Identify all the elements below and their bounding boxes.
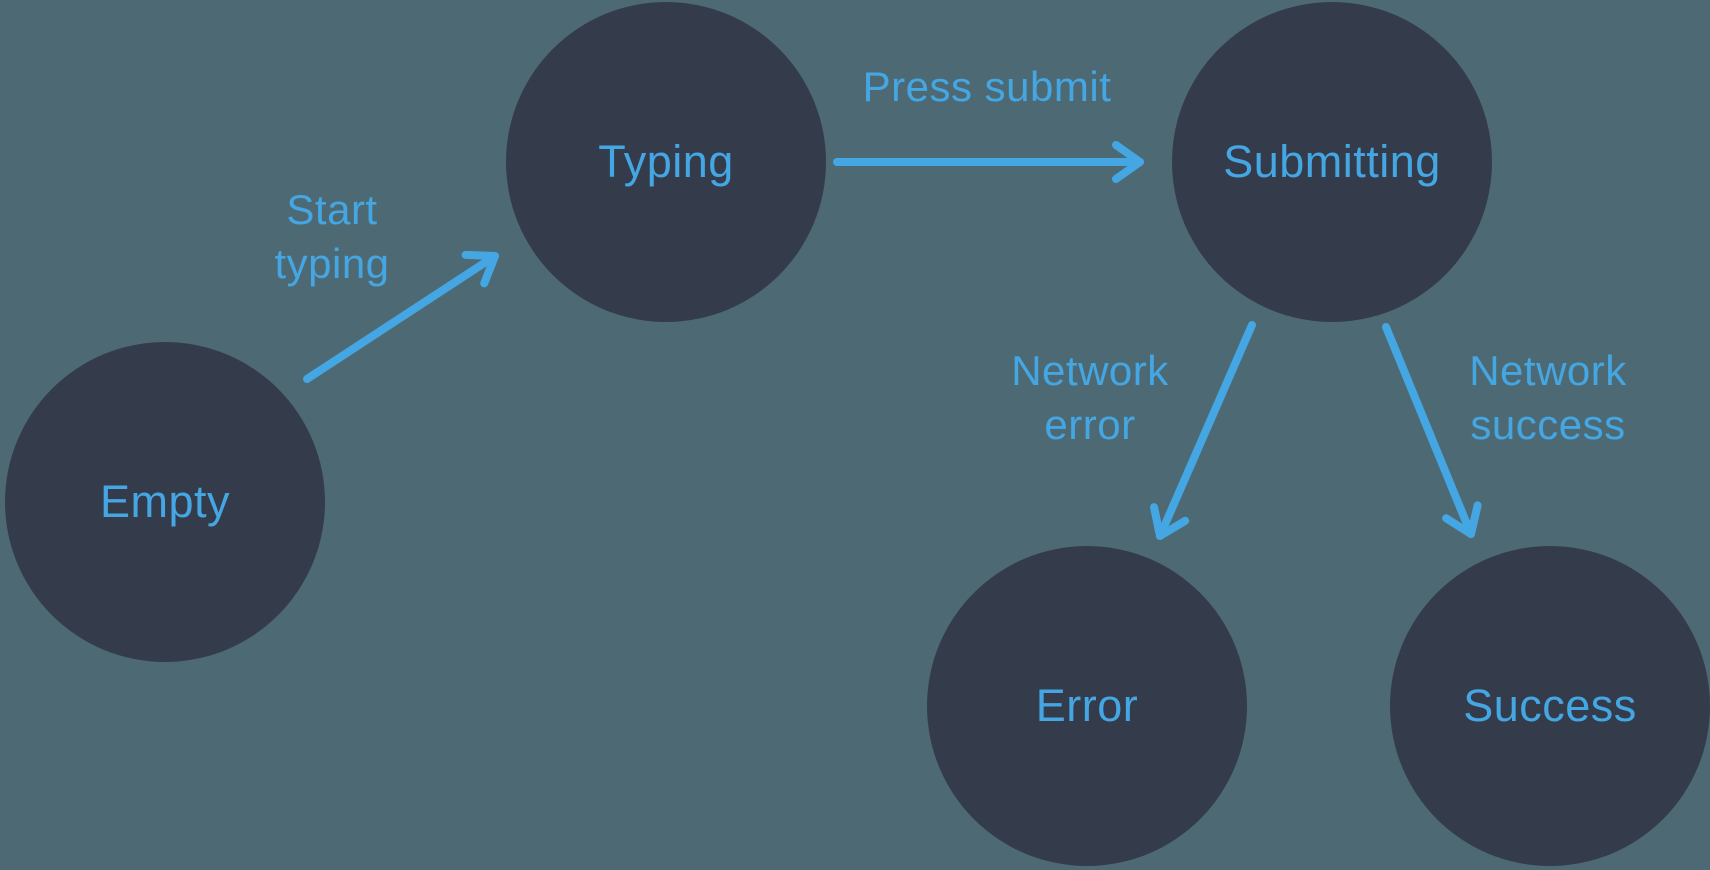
- arrow-empty-to-typing: [303, 250, 499, 383]
- state-node-empty: Empty: [5, 342, 325, 662]
- state-node-success: Success: [1390, 546, 1710, 866]
- state-node-typing: Typing: [506, 2, 826, 322]
- state-label-typing: Typing: [598, 136, 734, 187]
- state-label-submitting: Submitting: [1223, 136, 1441, 187]
- state-label-error: Error: [1035, 680, 1139, 731]
- transition-label-network-error: Network error: [1011, 347, 1169, 448]
- arrow-submitting-to-error: [1150, 321, 1256, 540]
- transition-label-network-success: Network success: [1469, 347, 1627, 448]
- state-node-error: Error: [927, 546, 1247, 866]
- state-label-empty: Empty: [99, 476, 231, 527]
- transition-label-press-submit: Press submit: [862, 63, 1112, 110]
- state-node-submitting: Submitting: [1172, 2, 1492, 322]
- arrow-submitting-to-success: [1382, 323, 1482, 538]
- transition-label-start-typing: Start typing: [274, 186, 390, 287]
- state-label-success: Success: [1463, 680, 1637, 731]
